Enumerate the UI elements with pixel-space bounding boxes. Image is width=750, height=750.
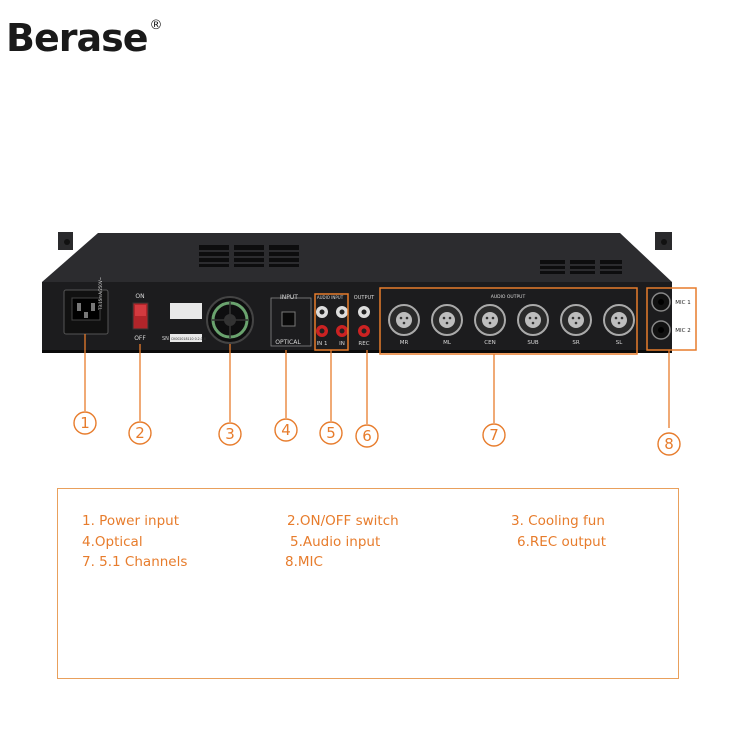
sn-sticker [170,334,202,342]
channel-label-ml: ML [443,340,452,346]
audio-output-connectors: MR ML CEN SUB SR SL [388,304,635,346]
callout-circle-3 [218,422,242,446]
callout-number-2: 2 [135,424,145,442]
legend-item-channels: 7. 5.1 Channels [82,554,188,570]
legend-box: 1. Power input 2.ON/OFF switch 3. Coolin… [57,488,679,679]
mic-inputs: MIC 1 MIC 2 [651,292,691,340]
in-label: IN [339,341,345,347]
switch-off-label: OFF [134,335,146,342]
optical-input: INPUT OPTICAL [270,294,312,347]
callout-number-1: 1 [80,414,90,432]
legend-item-rec: 6.REC output [517,534,607,550]
channel-label-cen: CEN [484,340,495,346]
legend-item-mic: 8.MIC [285,554,323,570]
output-label: OUTPUT [354,295,375,301]
callout-number-3: 3 [225,425,235,443]
brand-logo: Berase® [6,16,163,60]
channel-label-sr: SR [572,340,579,346]
callout-number-5: 5 [326,424,336,442]
power-switch: ON OFF [132,293,149,342]
optical-label: OPTICAL [275,339,301,346]
cooling-fan [206,296,254,344]
brand-name: Berase [6,16,149,60]
callout-number-6: 6 [362,427,372,445]
sn-label: SN [162,336,169,342]
xlr-connector-sub: SUB [517,304,549,346]
sn-value: CK002018110 0.2.0.8 [171,337,206,341]
in1-label: IN 1 [317,341,328,347]
mic-highlight [646,287,697,351]
legend-item-optical: 4.Optical [82,534,143,550]
legend-item-switch: 2.ON/OFF switch [287,513,399,529]
channel-label-mr: MR [400,340,409,346]
xlr-connector-mr: MR [388,304,420,346]
xlr-connector-sr: SR [560,304,592,346]
callout-circle-2 [128,421,152,445]
warning-label [170,303,202,319]
xlr-connector-ml: ML [431,304,463,346]
audio-output-label: AUDIO OUTPUT [491,294,526,300]
chassis-top [42,233,672,282]
fuse-label: T3.15mA/250V~ [98,277,103,311]
audio-input-jacks: AUDIO INPUT IN 1 IN [316,295,348,347]
callout-number-7: 7 [489,426,499,444]
callout-number-8: 8 [664,435,674,453]
mic2-label: MIC 2 [675,328,690,334]
audio-output-highlight [379,287,638,355]
xlr-connector-cen: CEN [474,304,506,346]
legend-item-power: 1. Power input [82,513,180,529]
callout-circle-8 [657,432,681,456]
rec-output-jacks: OUTPUT REC [354,295,375,347]
callout-circle-5 [319,421,343,445]
audio-input-label: AUDIO INPUT [317,295,344,300]
rec-label: REC [358,341,369,347]
channel-label-sl: SL [616,340,623,346]
legend-item-audio-input: 5.Audio input [290,534,381,550]
callout-number-4: 4 [281,421,291,439]
channel-label-sub: SUB [527,340,539,346]
callout-circle-7 [482,423,506,447]
legend-item-fan: 3. Cooling fun [511,513,605,529]
callout-circle-1 [73,411,97,435]
xlr-connector-sl: SL [603,304,635,346]
input-label: INPUT [280,294,298,301]
mic1-label: MIC 1 [675,300,690,306]
switch-on-label: ON [135,293,144,300]
registered-mark: ® [149,18,163,34]
callout-circle-4 [274,418,298,442]
callout-circle-6 [355,424,379,448]
power-inlet: T3.15mA/250V~ [63,277,109,335]
